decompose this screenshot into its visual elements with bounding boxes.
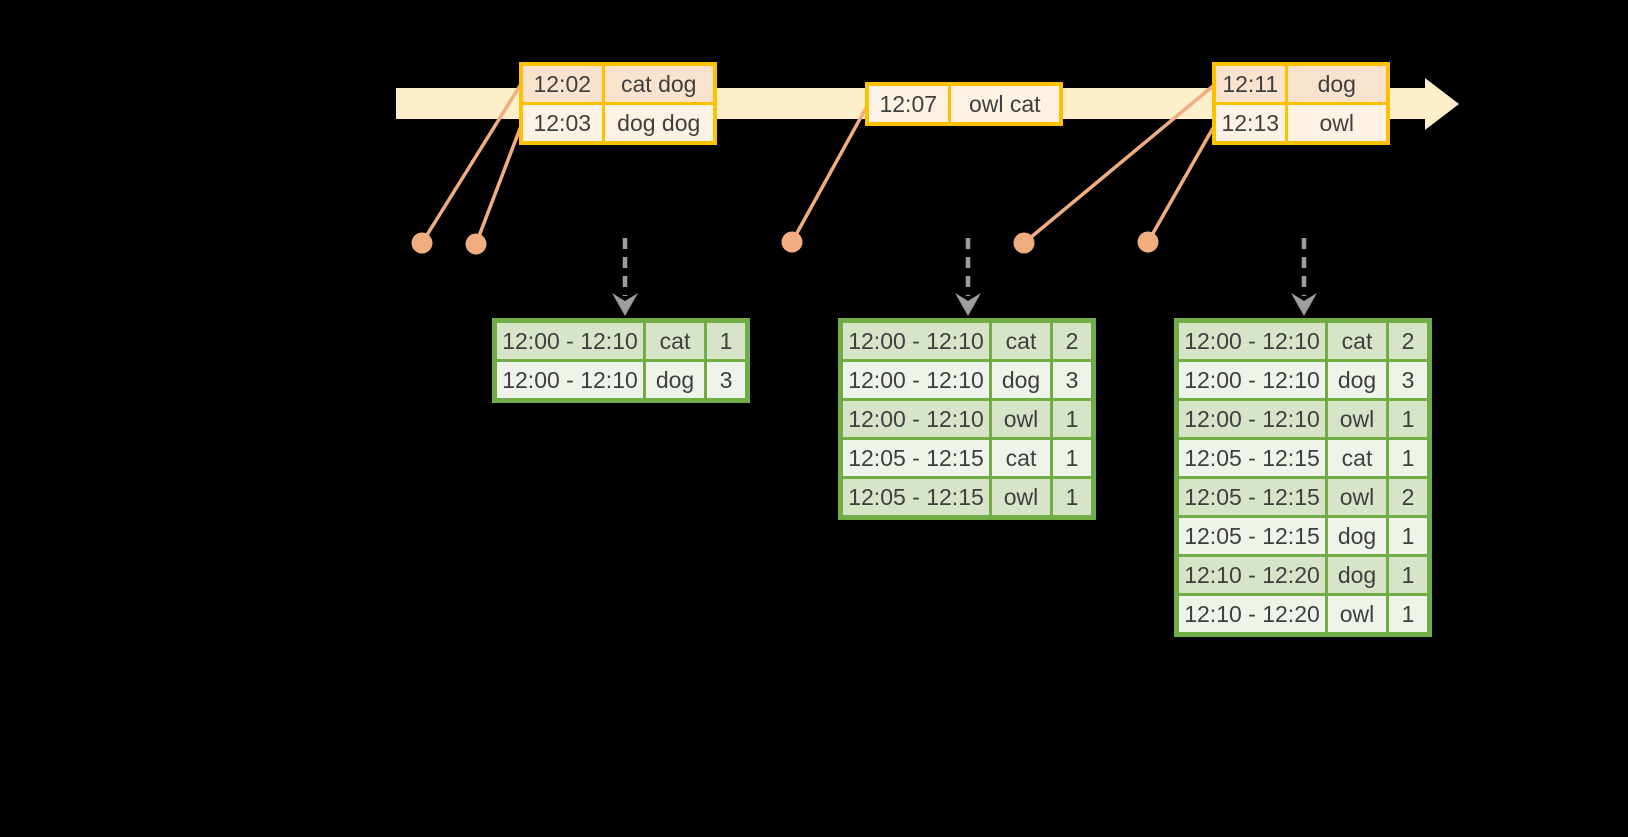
word-cell: dog xyxy=(1325,515,1389,557)
words-cell: dog xyxy=(1284,62,1390,105)
window-cell: 12:00 - 12:10 xyxy=(1175,319,1328,362)
word-cell: owl xyxy=(1325,398,1389,440)
window-cell: 12:00 - 12:10 xyxy=(1175,359,1328,401)
event-dot xyxy=(1137,231,1159,253)
count-cell: 1 xyxy=(1386,398,1431,440)
word-cell: dog xyxy=(643,359,707,402)
word-cell: dog xyxy=(1325,554,1389,596)
window-cell: 12:00 - 12:10 xyxy=(493,359,646,402)
time-cell: 12:11 xyxy=(1212,62,1288,105)
word-cell: cat xyxy=(989,437,1053,479)
event-dot xyxy=(411,232,433,254)
count-cell: 2 xyxy=(1386,319,1431,362)
count-cell: 1 xyxy=(1386,515,1431,557)
count-cell: 1 xyxy=(1386,554,1431,596)
window-cell: 12:05 - 12:15 xyxy=(1175,437,1328,479)
trigger-arrowhead-icon xyxy=(1291,293,1317,316)
window-cell: 12:10 - 12:20 xyxy=(1175,593,1328,636)
words-cell: owl xyxy=(1284,102,1390,145)
count-cell: 1 xyxy=(1050,398,1095,440)
time-cell: 12:13 xyxy=(1212,102,1288,145)
event-connector-line xyxy=(1146,127,1215,243)
count-cell: 3 xyxy=(1050,359,1095,401)
count-cell: 1 xyxy=(1050,476,1095,519)
event-connector-line xyxy=(1022,84,1215,245)
event-connector-line xyxy=(420,83,523,244)
event-dot xyxy=(465,233,487,255)
count-cell: 3 xyxy=(1386,359,1431,401)
window-cell: 12:00 - 12:10 xyxy=(1175,398,1328,440)
window-cell: 12:00 - 12:10 xyxy=(493,319,646,362)
window-cell: 12:00 - 12:10 xyxy=(839,398,992,440)
trigger-arrowhead-icon xyxy=(955,293,981,316)
count-cell: 2 xyxy=(1050,319,1095,362)
event-dot xyxy=(1013,232,1035,254)
words-cell: cat dog xyxy=(601,62,717,105)
words-cell: owl cat xyxy=(947,82,1063,126)
window-cell: 12:05 - 12:15 xyxy=(839,437,992,479)
word-cell: dog xyxy=(1325,359,1389,401)
word-cell: cat xyxy=(1325,437,1389,479)
count-cell: 1 xyxy=(1050,437,1095,479)
time-cell: 12:07 xyxy=(865,82,951,126)
window-cell: 12:05 - 12:15 xyxy=(1175,476,1328,518)
window-cell: 12:00 - 12:10 xyxy=(839,319,992,362)
words-cell: dog dog xyxy=(601,102,717,145)
word-cell: owl xyxy=(989,398,1053,440)
count-cell: 1 xyxy=(1386,437,1431,479)
word-cell: owl xyxy=(989,476,1053,519)
count-cell: 1 xyxy=(704,319,749,362)
window-cell: 12:05 - 12:15 xyxy=(839,476,992,519)
window-cell: 12:10 - 12:20 xyxy=(1175,554,1328,596)
word-cell: cat xyxy=(989,319,1053,362)
event-connector-line xyxy=(474,125,523,245)
word-cell: cat xyxy=(643,319,707,362)
trigger-arrowhead-icon xyxy=(612,293,638,316)
word-cell: dog xyxy=(989,359,1053,401)
window-cell: 12:05 - 12:15 xyxy=(1175,515,1328,557)
word-cell: owl xyxy=(1325,476,1389,518)
word-cell: owl xyxy=(1325,593,1389,636)
word-cell: cat xyxy=(1325,319,1389,362)
timeline-arrowhead-icon xyxy=(1425,78,1459,130)
event-connector-line xyxy=(790,107,868,243)
time-cell: 12:03 xyxy=(519,102,605,145)
event-dot xyxy=(781,231,803,253)
count-cell: 3 xyxy=(704,359,749,402)
window-cell: 12:00 - 12:10 xyxy=(839,359,992,401)
count-cell: 2 xyxy=(1386,476,1431,518)
count-cell: 1 xyxy=(1386,593,1431,636)
time-cell: 12:02 xyxy=(519,62,605,105)
